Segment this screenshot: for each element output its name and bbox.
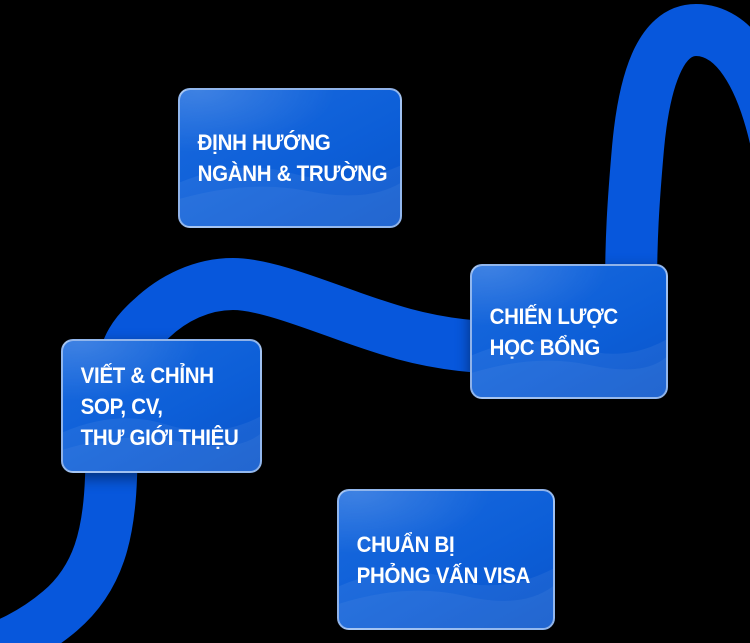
step-card-line: PHỎNG VẤN VISA: [356, 562, 531, 588]
step-card-viet-chinh-sop-cv: VIẾT & CHỈNH SOP, CV, THƯ GIỚI THIỆU: [61, 339, 262, 473]
step-card-line: CHIẾN LƯỢC: [489, 303, 619, 329]
step-card-dinh-huong-nganh-truong: ĐỊNH HƯỚNG NGÀNH & TRƯỜNG: [178, 88, 402, 228]
step-card-chuan-bi-phong-van-visa: CHUẨN BỊ PHỎNG VẤN VISA: [337, 489, 555, 630]
step-card-line: NGÀNH & TRƯỜNG: [197, 161, 388, 186]
step-card-label: CHUẨN BỊ PHỎNG VẤN VISA: [339, 529, 536, 591]
step-card-line: THƯ GIỚI THIỆU: [80, 424, 239, 450]
step-card-line: VIẾT & CHỈNH: [80, 362, 214, 388]
step-card-label: CHIẾN LƯỢC HỌC BỔNG: [472, 301, 624, 363]
step-card-label: ĐỊNH HƯỚNG NGÀNH & TRƯỜNG: [180, 127, 393, 189]
step-card-label: VIẾT & CHỈNH SOP, CV, THƯ GIỚI THIỆU: [63, 360, 244, 453]
step-card-line: SOP, CV,: [80, 393, 163, 419]
journey-road-path: [0, 3, 750, 643]
step-card-chien-luoc-hoc-bong: CHIẾN LƯỢC HỌC BỔNG: [470, 264, 668, 399]
step-card-line: HỌC BỔNG: [489, 334, 601, 360]
step-card-line: CHUẨN BỊ: [356, 531, 455, 557]
step-card-line: ĐỊNH HƯỚNG: [197, 130, 331, 155]
